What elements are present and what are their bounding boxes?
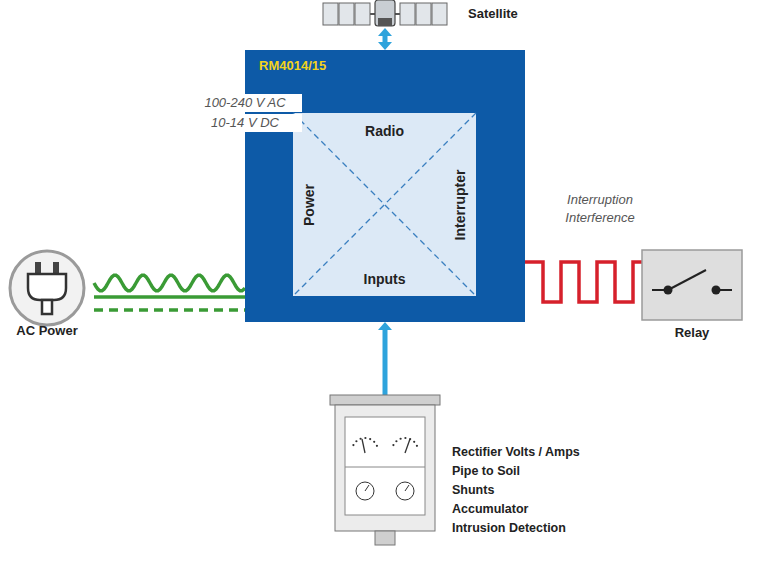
- meter-lid: [330, 395, 440, 405]
- dc-dashed-line: [94, 308, 245, 312]
- scale-tick: [369, 438, 371, 440]
- scale-tick: [416, 445, 418, 447]
- scale-tick: [376, 445, 378, 447]
- diagonal-line: [293, 113, 476, 296]
- scale-tick: [364, 437, 366, 439]
- solar-panel: [355, 3, 370, 25]
- input-item: Shunts: [452, 483, 494, 498]
- dial-needle: [365, 485, 369, 491]
- input-item: Rectifier Volts / Amps: [452, 445, 580, 460]
- scale-tick: [395, 440, 397, 442]
- switch-contact: [664, 286, 673, 295]
- function-panel: RadioPower InterrupterInputs: [293, 113, 476, 296]
- data-arrow: [385, 330, 386, 395]
- solar-panel: [400, 3, 415, 25]
- input-item: Accumulator: [452, 502, 528, 517]
- scale-tick: [404, 437, 406, 439]
- ac-wave: [94, 275, 245, 291]
- meter-face: [345, 417, 425, 515]
- wire-label: 10-14 V DC: [188, 114, 302, 132]
- relay-icon: Relay: [642, 250, 744, 346]
- ac-plug-icon: AC Power: [4, 246, 94, 346]
- interrupter-label: Interrupter: [452, 169, 469, 240]
- wire-label: 100-240 V AC: [188, 94, 302, 112]
- meter-dial: [396, 482, 414, 500]
- wire-label: Interruption Interference: [548, 191, 652, 226]
- arrow-shaft: [383, 330, 388, 395]
- input-item: Pipe to Soil: [452, 464, 520, 479]
- scale-tick: [413, 441, 415, 443]
- satellite-icon: Satellite: [318, 0, 538, 28]
- ac-power-label: AC Power: [16, 323, 77, 339]
- scale-tick: [352, 444, 354, 446]
- arrow-shaft: [383, 36, 388, 42]
- relay-label: Relay: [675, 325, 710, 341]
- diagonal-line: [293, 113, 476, 296]
- scale-tick: [399, 438, 401, 440]
- input-item: Intrusion Detection: [452, 521, 566, 536]
- interruption-wire: [525, 262, 642, 302]
- meter-case: [335, 405, 435, 531]
- switch-blade: [668, 270, 706, 290]
- solar-panel: [432, 3, 447, 25]
- square-wave: [525, 262, 642, 302]
- satellite-body: [375, 0, 395, 26]
- model-label: RM4014/15: [259, 58, 326, 74]
- power-label: Power: [301, 183, 318, 225]
- relay-box: [642, 250, 742, 320]
- plug-cord: [42, 300, 52, 314]
- dc-line: [94, 295, 245, 299]
- dial-needle: [405, 485, 409, 491]
- scale-tick: [359, 438, 361, 440]
- meter-divider: [345, 467, 425, 468]
- switch-contact: [712, 286, 721, 295]
- satellite-antenna: [378, 18, 392, 26]
- data-arrow: [385, 36, 386, 42]
- satellite-label: Satellite: [468, 6, 518, 22]
- function-panel-picture: [293, 113, 476, 296]
- device-housing: RM4014/15RadioPower InterrupterInputs: [245, 50, 525, 322]
- solar-panel: [339, 3, 354, 25]
- outlet-circle: [10, 251, 84, 325]
- inputs-label: Inputs: [364, 271, 406, 288]
- meter-needle: [362, 439, 365, 453]
- meter-icon: Rectifier Volts / AmpsPipe to SoilShunts…: [328, 395, 658, 555]
- power-wire: [94, 275, 245, 291]
- scale-tick: [373, 441, 375, 443]
- scale-tick: [355, 440, 357, 442]
- plug-body: [28, 274, 66, 300]
- power-wire: [94, 297, 245, 310]
- meter-tab: [375, 531, 395, 545]
- scale-tick: [392, 444, 394, 446]
- meter-dial: [356, 482, 374, 500]
- solar-panel: [416, 3, 431, 25]
- radio-label: Radio: [365, 123, 404, 140]
- meter-needle: [405, 439, 410, 453]
- solar-panel: [323, 3, 338, 25]
